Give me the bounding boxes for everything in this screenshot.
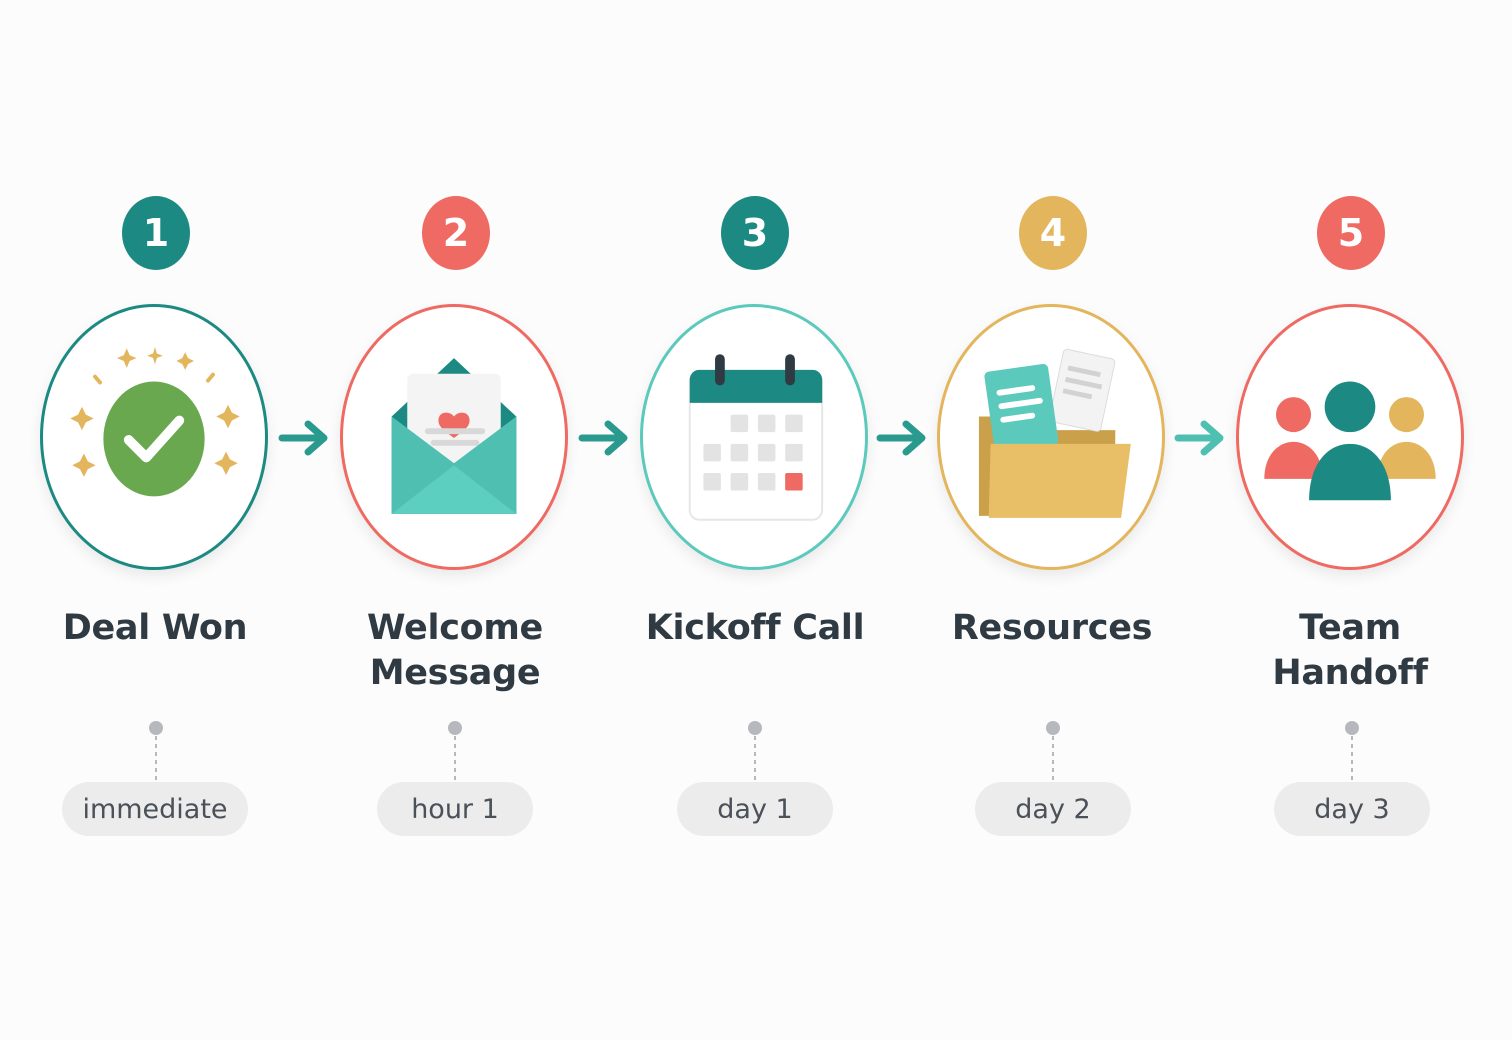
step-5-timing-pill: day 3 (1274, 782, 1430, 836)
step-2-title: Welcome Message (305, 606, 605, 696)
step-2-timing-pill: hour 1 (377, 782, 533, 836)
step-4-timeline-connector (1046, 721, 1060, 780)
step-2-title-line-2: Message (369, 653, 541, 693)
step-5-timeline-connector (1345, 721, 1359, 780)
step-3-title-line-1: Kickoff Call (645, 608, 865, 648)
arrow-right-icon (876, 420, 926, 456)
step-4-number-badge: 4 (1019, 196, 1087, 270)
step-1-timeline-connector (149, 721, 163, 780)
step-1-icon-circle (40, 304, 268, 570)
envelope-heart-icon (391, 358, 517, 514)
arrow-right-icon (1174, 420, 1224, 456)
step-1-title: Deal Won (5, 606, 305, 651)
step-3-number-badge: 3 (721, 196, 789, 270)
step-4-timing-pill: day 2 (975, 782, 1131, 836)
arrow-right-icon (578, 420, 628, 456)
step-3-timeline-connector (748, 721, 762, 780)
step-1-title-line-1: Deal Won (62, 608, 248, 648)
team-people-icon (1264, 381, 1436, 501)
step-5-title: Team Handoff (1200, 606, 1500, 696)
step-5-icon-circle (1236, 304, 1464, 570)
step-5-title-line-2: Handoff (1272, 653, 1428, 693)
step-5-number-badge: 5 (1317, 196, 1385, 270)
step-5-title-line-1: Team (1299, 608, 1401, 648)
step-4-title-line-1: Resources (951, 608, 1153, 648)
arrow-right-icon (278, 420, 328, 456)
step-2-icon-circle (340, 304, 568, 570)
step-1-timing-pill: immediate (62, 782, 248, 836)
step-3-icon-circle (640, 304, 868, 570)
folder-documents-icon (978, 348, 1131, 518)
checkmark-badge-icon (70, 347, 240, 497)
step-4-icon-circle (937, 304, 1165, 570)
step-2-title-line-1: Welcome (367, 608, 543, 648)
calendar-icon (688, 354, 824, 521)
step-3-title: Kickoff Call (605, 606, 905, 651)
step-4-title: Resources (902, 606, 1202, 651)
step-2-timeline-connector (448, 721, 462, 780)
step-1-number-badge: 1 (122, 196, 190, 270)
step-2-number-badge: 2 (422, 196, 490, 270)
step-3-timing-pill: day 1 (677, 782, 833, 836)
